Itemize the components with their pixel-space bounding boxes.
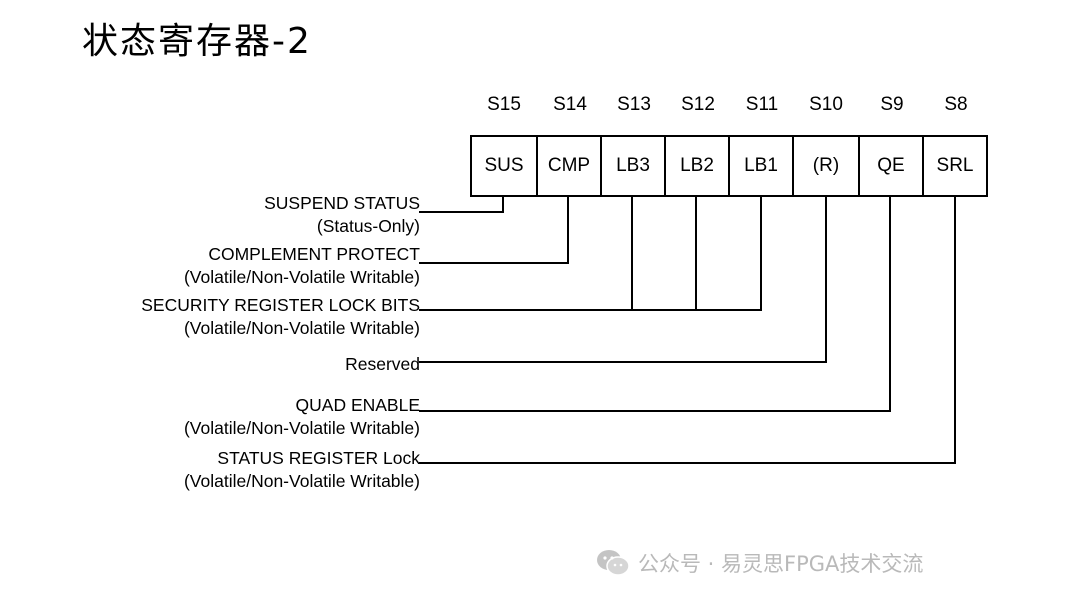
desc-status-register-lock: STATUS REGISTER Lock (Volatile/Non-Volat… <box>184 447 420 493</box>
desc-reserved: Reserved <box>345 353 420 376</box>
desc-quad-enable: QUAD ENABLE (Volatile/Non-Volatile Writa… <box>184 394 420 440</box>
register-cell-lb1: LB1 <box>728 135 794 197</box>
bit-label-s10: S10 <box>809 94 843 115</box>
desc-suspend-status: SUSPEND STATUS (Status-Only) <box>264 192 420 238</box>
desc-sub: (Volatile/Non-Volatile Writable) <box>183 267 420 287</box>
bit-label-s8: S8 <box>944 94 968 115</box>
wechat-icon <box>597 550 630 576</box>
watermark-text: 公众号 · 易灵思FPGA技术交流 <box>638 552 924 576</box>
connector-qe <box>419 196 891 412</box>
desc-main: Reserved <box>345 354 420 374</box>
connector-srl <box>419 196 956 464</box>
desc-main: STATUS REGISTER Lock <box>217 448 420 468</box>
desc-sub: (Volatile/Non-Volatile Writable) <box>183 471 420 491</box>
register-cell-lb3: LB3 <box>600 135 666 197</box>
desc-complement-protect: COMPLEMENT PROTECT (Volatile/Non-Volatil… <box>184 243 420 289</box>
desc-security-lock-bits: SECURITY REGISTER LOCK BITS (Volatile/No… <box>141 294 420 340</box>
desc-main: SECURITY REGISTER LOCK BITS <box>141 295 420 315</box>
bit-label-s9: S9 <box>880 94 904 115</box>
bit-label-s15: S15 <box>487 94 521 115</box>
connector-sus <box>419 196 504 213</box>
desc-main: QUAD ENABLE <box>295 395 420 415</box>
desc-sub: (Volatile/Non-Volatile Writable) <box>183 418 420 438</box>
connector-reserved <box>419 196 827 363</box>
watermark: 公众号 · 易灵思FPGA技术交流 <box>596 548 923 578</box>
desc-main: SUSPEND STATUS <box>264 193 420 213</box>
desc-sub: (Volatile/Non-Volatile Writable) <box>183 318 420 338</box>
bit-label-s11: S11 <box>745 94 779 115</box>
bit-label-s13: S13 <box>617 94 651 115</box>
connector-cmp <box>419 196 569 264</box>
register-cell-srl: SRL <box>922 135 988 197</box>
register-cell-reserved: (R) <box>792 135 860 197</box>
bit-label-s12: S12 <box>681 94 715 115</box>
desc-main: COMPLEMENT PROTECT <box>208 244 420 264</box>
desc-sub: (Status-Only) <box>316 216 420 236</box>
page-title: 状态寄存器-2 <box>82 21 312 62</box>
bit-label-s14: S14 <box>553 94 587 115</box>
